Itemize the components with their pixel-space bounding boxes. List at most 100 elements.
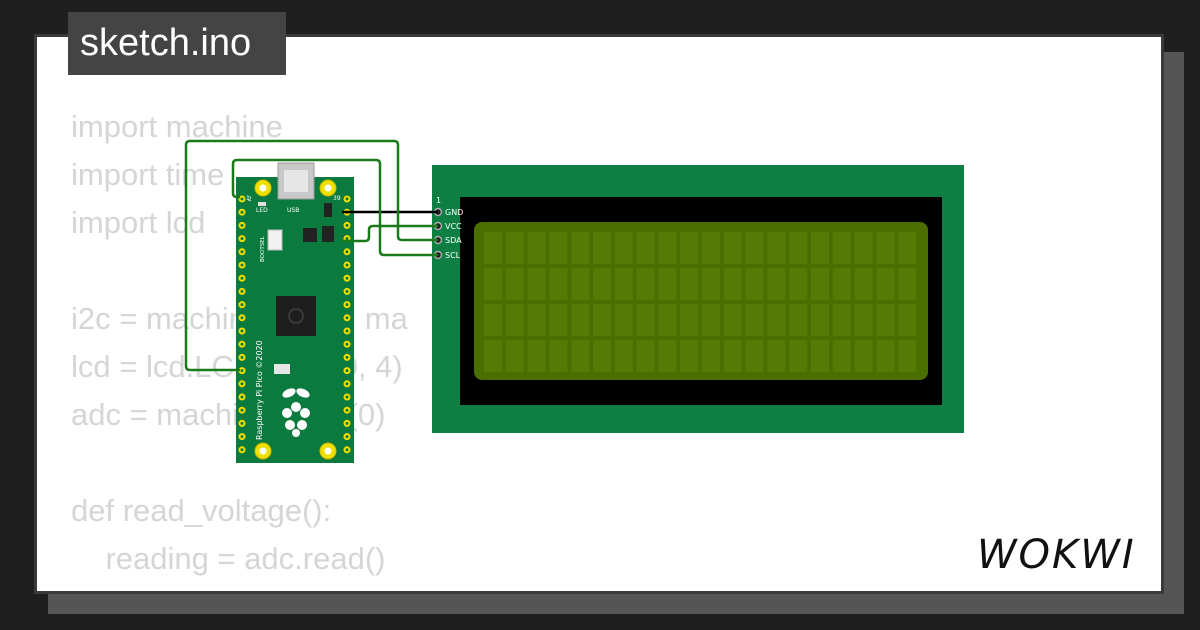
pin-hole [345,237,349,241]
pin-hole [345,369,349,373]
wires[interactable] [184,139,438,372]
lcd-char-cell [549,304,568,336]
lcd-pin-number: 1 [436,196,441,205]
lcd-char-cell [789,340,808,372]
lcd-char-cell [811,304,829,336]
lcd-char-cell [636,340,655,372]
code-background: import machine import time import lcd i2… [71,103,494,591]
pin-hole [240,421,244,425]
lcd-char-cell [593,232,611,264]
lcd-char-cell [636,304,655,336]
component [274,364,290,374]
lcd-char-cell [745,232,764,264]
bootsel-button [267,229,283,251]
lcd-char-cell [571,232,590,264]
lcd-char-cell [593,268,611,300]
pin-hole [240,303,244,307]
lcd-char-cell [876,340,895,372]
lcd-char-cell [527,340,546,372]
lcd-char-cell [658,304,677,336]
lcd-char-cell [680,340,699,372]
pin-hole [345,289,349,293]
brand-text: WOKWI [977,532,1136,578]
pin-hole [240,289,244,293]
lcd-char-cell [723,232,742,264]
pin-hole [240,342,244,346]
lcd-char-cell [658,340,677,372]
lcd-char-cell [876,304,895,336]
lcd-char-cell [658,232,677,264]
code-line: import time [71,157,225,192]
lcd-char-cell [571,268,590,300]
lcd-char-cell [898,268,917,300]
pin-hole [240,197,244,201]
pin-hole [240,355,244,359]
pin-hole [240,223,244,227]
lcd-char-cell [549,268,568,300]
rp2040-chip [276,296,316,336]
pin-hole [345,382,349,386]
pin-hole [240,329,244,333]
wire-sda [184,139,438,372]
pin-2-label: 2 [248,196,252,203]
lcd-module[interactable] [432,165,964,433]
lcd-char-cell [484,268,502,300]
lcd-char-cell [832,268,851,300]
pin-hole [240,448,244,452]
lcd-char-cell [680,232,699,264]
lcd-char-cell [527,304,546,336]
wokwi-logo: WOKWI [977,532,1136,578]
lcd-char-cell [549,232,568,264]
lcd-pin-label: VCC [445,222,462,231]
code-line: voltage = reading * 4.095 / 5 [71,583,494,591]
lcd-pin-label: GND [445,208,463,217]
lcd-char-cell [811,268,829,300]
code-line: def read_voltage(): [71,493,332,528]
lcd-char-cell [593,340,611,372]
pin-hole [240,382,244,386]
pin-hole [345,316,349,320]
pin-hole [345,408,349,412]
lcd-char-cell [723,304,742,336]
lcd-char-cell [505,268,524,300]
pin-hole [240,369,244,373]
lcd-char-cell [767,232,786,264]
lcd-pin-label: SDA [445,236,462,245]
pin-hole [240,276,244,280]
lcd-char-cell [680,268,699,300]
pin-hole [345,421,349,425]
lcd-char-cell [614,340,633,372]
pin-hole [240,263,244,267]
pin-hole [345,355,349,359]
lcd-char-cell [614,268,633,300]
lcd-char-cell [811,232,829,264]
pin-hole [345,448,349,452]
lcd-char-cell [789,304,808,336]
pin-hole [345,250,349,254]
pin-39-label: 39 [333,195,341,202]
pin-hole [345,395,349,399]
pin-hole [240,237,244,241]
code-line: reading = adc.read() [71,541,386,576]
pico-left-pins [238,195,246,454]
wire-scl [231,158,438,257]
lcd-char-cell [614,304,633,336]
lcd-pin-label: SCL [445,251,461,260]
pin-hole [345,435,349,439]
lcd-char-cell [832,232,851,264]
lcd-char-cell [593,304,611,336]
lcd-char-cell [789,232,808,264]
lcd-char-cell [614,232,633,264]
lcd-char-cell [505,232,524,264]
raspberry-pi-pico[interactable]: LED USB 1 2 39 BOOTSEL Raspberry Pi Pico… [236,162,354,463]
component [324,203,332,217]
component [303,228,317,242]
lcd-char-cell [854,232,873,264]
lcd-char-cell [767,268,786,300]
pin-hole [345,263,349,267]
lcd-char-cell [898,232,917,264]
code-line: import machine [71,109,283,144]
lcd-char-cell [571,340,590,372]
lcd-char-cell [854,304,873,336]
